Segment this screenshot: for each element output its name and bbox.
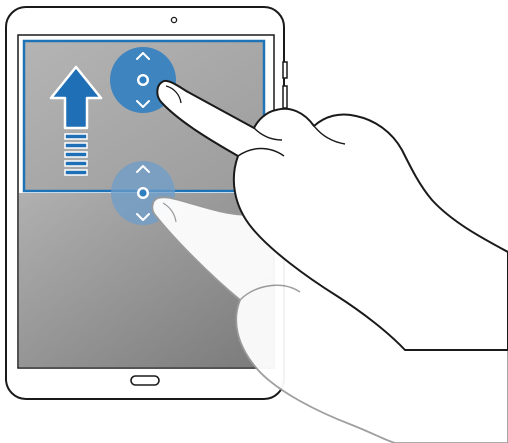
front-camera-icon	[171, 17, 176, 22]
home-button-icon[interactable]	[131, 376, 159, 385]
side-button-2	[283, 86, 287, 108]
side-button	[283, 62, 287, 78]
